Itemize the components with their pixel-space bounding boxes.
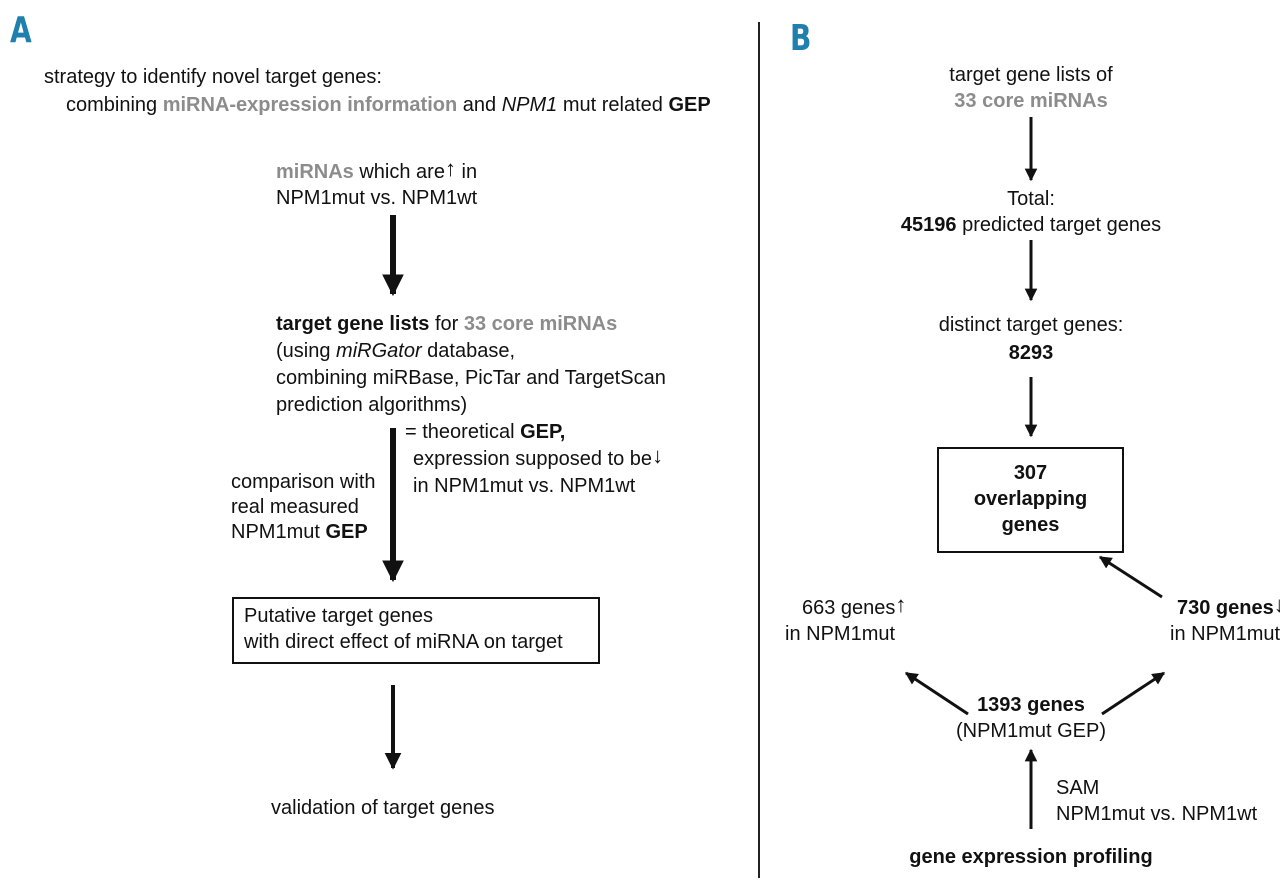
putative-line2: with direct effect of miRNA on target (244, 631, 563, 653)
tgl-bold: target gene lists (276, 313, 430, 335)
expression-supposed-line: expression supposed to be↓ (413, 443, 664, 473)
b-total-number: 45196 (900, 214, 957, 236)
putative-target-genes-box: Putative target genes with direct effect… (232, 597, 600, 664)
arrow-1393-to-730 (1101, 671, 1166, 716)
b-gene-expression-profiling: gene expression profiling (909, 846, 1153, 868)
comparison-line3: NPM1mut GEP (231, 519, 368, 546)
tgl-for: for (429, 313, 464, 335)
expression-supposed-text: expression supposed to be (413, 448, 653, 470)
strategy-and: and (457, 94, 502, 116)
mirnas-which-are: which are (353, 161, 445, 183)
overlap-genes-word: genes (1001, 514, 1060, 536)
b-total-rest: predicted target genes (956, 214, 1162, 236)
b-730-line: 730 genes↓ (1177, 592, 1280, 622)
b-distinct-label: distinct target genes: (938, 314, 1124, 336)
b-target-gene-lists-line: target gene lists of (949, 64, 1113, 86)
panel-a-letter: A (10, 10, 32, 51)
b-730-in-npm1mut: in NPM1mut (1170, 623, 1280, 645)
putative-line1: Putative target genes (244, 605, 434, 627)
arrow-730-to-overlap (1098, 555, 1163, 599)
strategy-line2: combining miRNA-expression information a… (66, 92, 711, 119)
comparison-line1: comparison with (231, 471, 376, 493)
expression-in-npm1-line: in NPM1mut vs. NPM1wt (413, 475, 636, 497)
panel-b-letter: B (790, 18, 812, 59)
b-663-genes: 663 genes (802, 597, 896, 619)
b-663-in-npm1mut: in NPM1mut (785, 623, 896, 645)
b-core-mirnas: 33 core miRNAs (954, 90, 1108, 112)
mirna-line1: miRNAs which are↑ in (276, 156, 478, 186)
b-sam-comparison: NPM1mut vs. NPM1wt (1056, 803, 1258, 825)
overlap-word: overlapping (973, 488, 1088, 510)
b-total-line: 45196 predicted target genes (851, 212, 1211, 239)
combining-line: combining miRBase, PicTar and TargetScan (276, 367, 666, 389)
strategy-line1: strategy to identify novel target genes: (44, 66, 382, 88)
b-1393-genes: 1393 genes (977, 694, 1085, 716)
mirna-line2: NPM1mut vs. NPM1wt (276, 187, 478, 209)
strategy-mut-related: mut related (557, 94, 669, 116)
up-arrow-icon: ↑ (444, 156, 456, 181)
overlapping-genes-box: 307 overlapping genes (937, 447, 1124, 553)
comparison-gep: GEP (325, 521, 368, 543)
using-post: database, (421, 340, 516, 362)
up-arrow-icon: ↑ (895, 592, 907, 617)
b-npm1mut-gep: (NPM1mut GEP) (955, 720, 1107, 742)
theoretical-gep: GEP, (520, 421, 566, 443)
theoretical-pre: = theoretical (405, 421, 521, 443)
b-sam: SAM (1056, 777, 1100, 799)
validation-text: validation of target genes (271, 797, 495, 819)
prediction-line: prediction algorithms) (276, 394, 468, 416)
comparison-npm1mut: NPM1mut (231, 521, 326, 543)
comparison-line2: real measured (231, 496, 359, 518)
mirnas-gray: miRNAs (276, 161, 354, 183)
strategy-prefix: combining (66, 94, 163, 116)
b-663-line: 663 genes↑ (796, 592, 907, 622)
mirna-expression-info: miRNA-expression information (162, 94, 458, 116)
target-gene-lists-line: target gene lists for 33 core miRNAs (276, 311, 617, 338)
arrow-1393-to-663 (904, 671, 969, 716)
mirnas-in: in (455, 161, 478, 183)
overlap-number: 307 (1013, 462, 1048, 484)
using-pre: (using (276, 340, 337, 362)
down-arrow-icon: ↓ (1273, 592, 1280, 617)
theoretical-gep-line: = theoretical GEP, (405, 419, 565, 446)
b-distinct-number: 8293 (1008, 342, 1054, 364)
mirgator-italic: miRGator (336, 340, 422, 362)
using-line: (using miRGator database, (276, 338, 515, 365)
down-arrow-icon: ↓ (652, 443, 664, 468)
npm1-italic: NPM1 (501, 94, 558, 116)
tgl-core-mirnas: 33 core miRNAs (463, 313, 618, 335)
strategy-gep: GEP (668, 94, 711, 116)
b-total-label: Total: (1007, 188, 1055, 210)
b-730-genes: 730 genes (1177, 597, 1274, 619)
